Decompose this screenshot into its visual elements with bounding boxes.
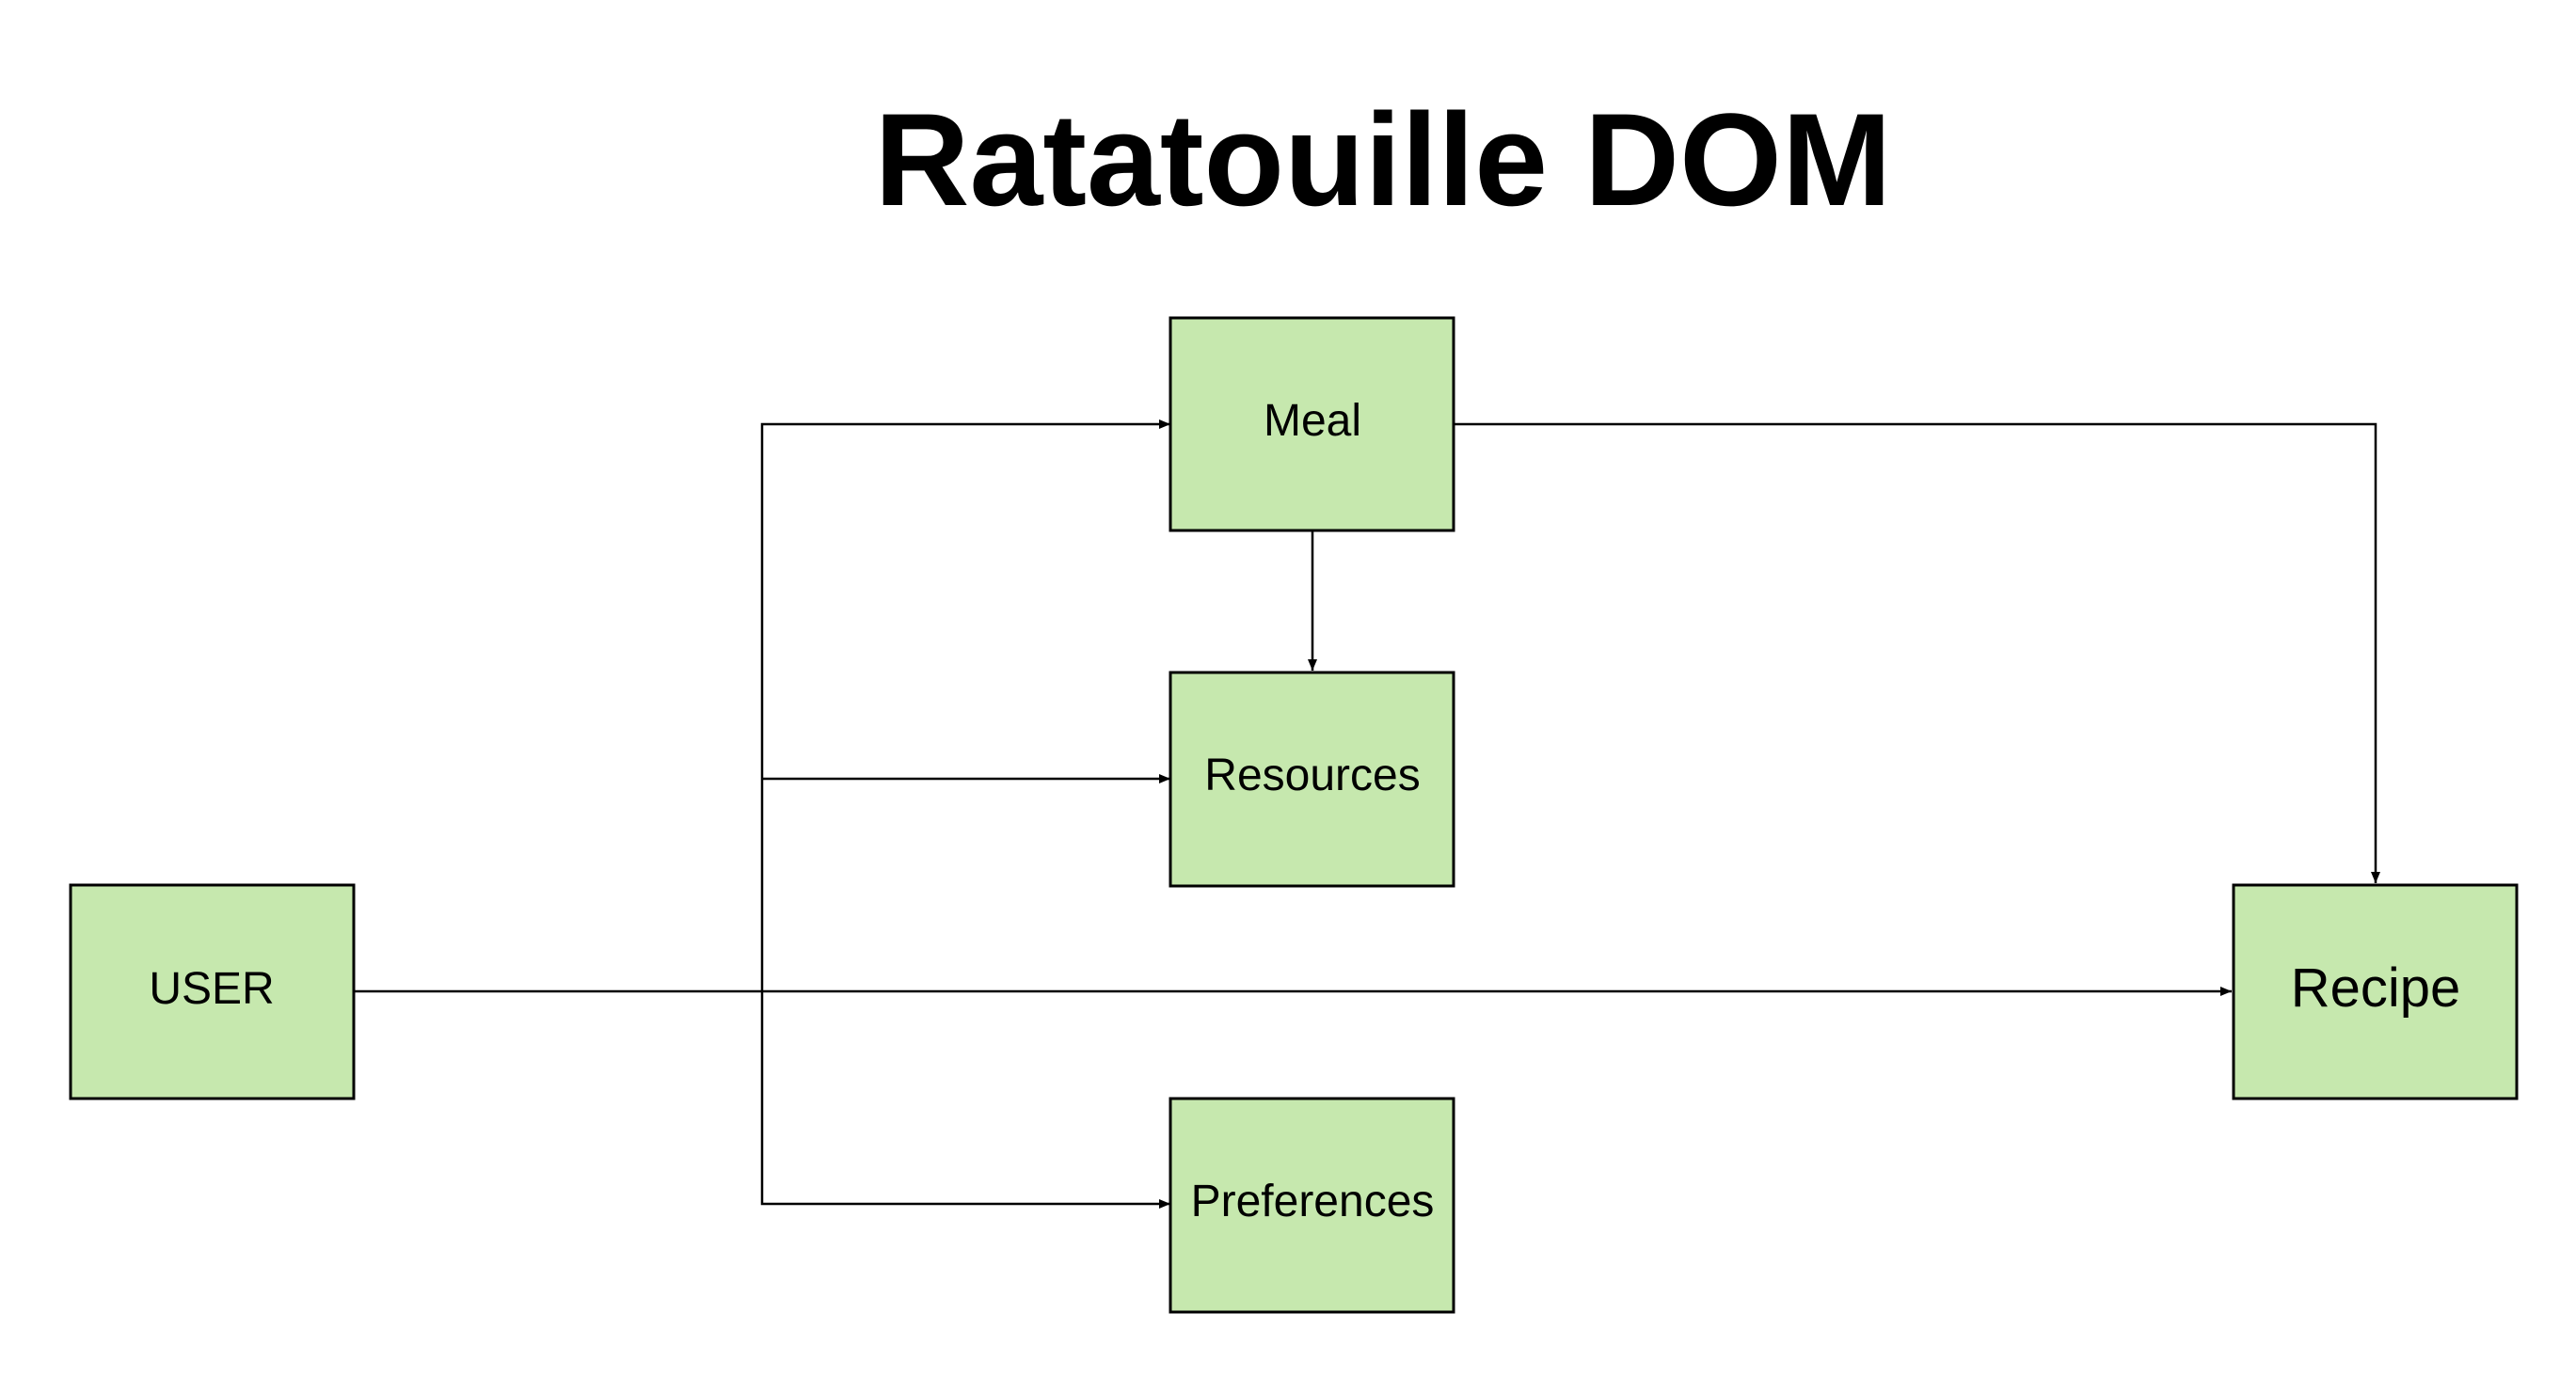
edges xyxy=(354,419,2380,1209)
node-preferences-label: Preferences xyxy=(1191,1177,1435,1226)
node-meal-box xyxy=(1169,316,1455,532)
node-meal-label: Meal xyxy=(1264,396,1361,446)
node-user[interactable]: USER xyxy=(69,883,356,1100)
node-resources[interactable]: Resources xyxy=(1169,671,1455,888)
node-user-label: USER xyxy=(149,964,274,1014)
node-meal[interactable]: Meal xyxy=(1169,316,1455,532)
edge-meal-to-recipe xyxy=(1454,422,2380,883)
node-user-box xyxy=(69,883,356,1100)
node-resources-label: Resources xyxy=(1204,751,1420,800)
edge-user-to-preferences xyxy=(760,991,1170,1209)
edge-user-to-meal xyxy=(760,419,1170,991)
diagram-title: Ratatouille DOM xyxy=(874,86,1891,233)
node-recipe-box xyxy=(2232,883,2519,1100)
node-preferences[interactable]: Preferences xyxy=(1169,1097,1455,1314)
node-resources-box xyxy=(1169,671,1455,888)
node-preferences-box xyxy=(1169,1097,1455,1314)
node-recipe-label: Recipe xyxy=(2291,957,2461,1019)
node-recipe[interactable]: Recipe xyxy=(2232,883,2519,1100)
